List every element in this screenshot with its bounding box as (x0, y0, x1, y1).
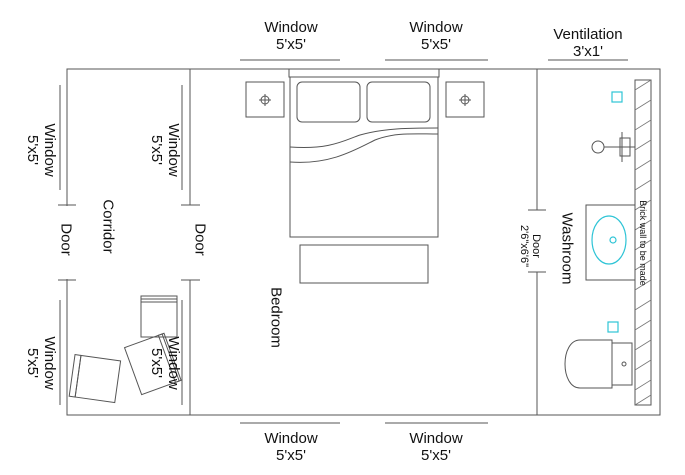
toilet (564, 339, 613, 389)
bed-bench (299, 244, 429, 284)
label-left-window-bottom: Window 5'x5' (24, 336, 58, 390)
chair-right (123, 333, 180, 396)
washbasin (591, 215, 627, 265)
label-ventilation: Ventilation 3'x1' (553, 26, 623, 60)
bed (289, 76, 439, 238)
label-top-window-left: Window 5'x5' (264, 19, 318, 53)
label-washroom: Washroom (558, 212, 576, 285)
label-brick-wall: Brick wall to be made (638, 200, 648, 286)
label-inner-window-top: Window 5'x5' (148, 123, 182, 177)
label-top-window-right: Window 5'x5' (409, 19, 463, 53)
nightstand-right (445, 81, 485, 118)
chair-left (74, 354, 122, 404)
label-bottom-window-right: Window 5'x5' (409, 430, 463, 464)
pillow-right (366, 81, 431, 123)
label-inner-door: Door (191, 223, 209, 256)
label-left-door: Door (57, 223, 75, 256)
headboard (288, 68, 440, 78)
vent-marker-top (611, 91, 623, 103)
label-corridor: Corridor (99, 199, 117, 254)
label-bedroom: Bedroom (267, 287, 285, 348)
label-washroom-door: Door 2'6"x6'6" (518, 225, 542, 267)
shower-head (591, 140, 605, 154)
vent-marker-bottom (607, 321, 619, 333)
vanity-counter (585, 204, 636, 281)
label-bottom-window-left: Window 5'x5' (264, 430, 318, 464)
label-inner-window-bottom: Window 5'x5' (148, 336, 182, 390)
nightstand-left (245, 81, 285, 118)
pillow-left (296, 81, 361, 123)
label-left-window-top: Window 5'x5' (24, 123, 58, 177)
brick-wall-hatch (634, 79, 652, 406)
